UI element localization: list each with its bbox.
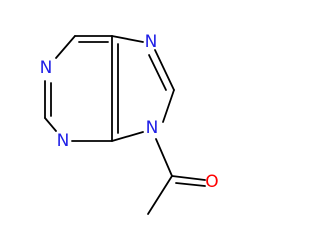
- bond-c2-n3: [44, 117, 57, 132]
- bond-c8-n9: [162, 89, 175, 123]
- bond-c6-n1: [55, 35, 76, 59]
- atom-n3: N: [57, 131, 70, 151]
- bond-n9-carbonyl: [155, 138, 173, 177]
- bond-carbonyl-oxygen: [171, 175, 206, 181]
- atom-n7: N: [145, 32, 158, 52]
- bond-carbonyl-methyl: [147, 175, 173, 215]
- bond-n9-c4: [111, 131, 144, 142]
- atom-n9: N: [146, 118, 159, 138]
- bond-n7-c8: [154, 49, 175, 91]
- bond-n7-c8-double: [148, 54, 167, 91]
- bond-carbonyl-oxygen-double: [175, 182, 206, 187]
- atom-oxygen: O: [205, 172, 218, 192]
- chemical-structure: N N N N O: [40, 32, 219, 215]
- bonds: [44, 35, 206, 215]
- bond-c5-n7: [111, 35, 144, 43]
- atom-labels: N N N N O: [40, 32, 219, 192]
- atom-n1: N: [40, 58, 53, 78]
